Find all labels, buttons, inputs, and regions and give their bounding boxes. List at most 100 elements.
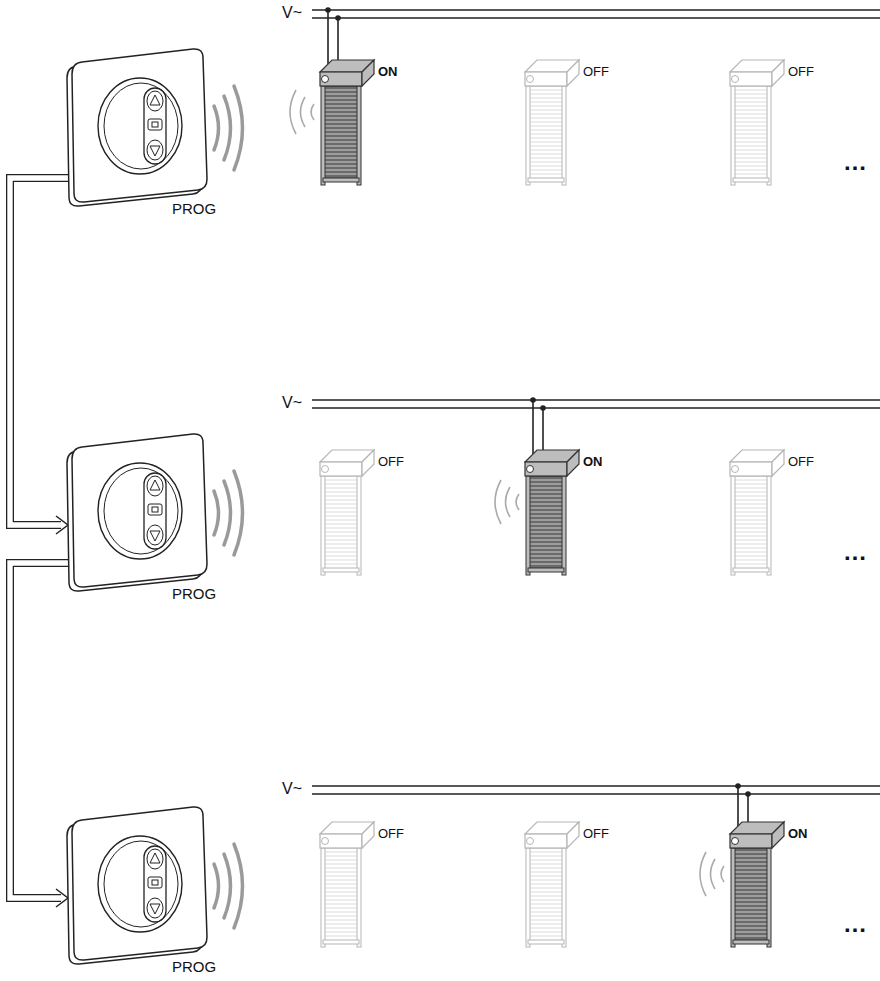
shutter-slat [734,480,768,481]
shutter-slat [734,170,768,171]
connector-outline [10,563,68,898]
shutter-slat [529,500,563,501]
shutter-slat [529,90,563,91]
roller-box-front [525,72,567,86]
junction-dot [745,791,751,797]
shutter-slat [529,536,563,537]
shutter-slat [529,532,563,533]
shutter-slat [324,110,358,111]
connector-arrow [10,178,68,534]
shutter-slat [734,872,768,873]
roller-box-side [362,822,374,848]
button-column [144,846,166,922]
connector-inner [10,178,68,525]
shutter-slat [529,908,563,909]
shutter-slat [324,484,358,485]
shutter-curtain [323,476,359,570]
shutter-slat [734,98,768,99]
shutter-rail [357,476,361,575]
shutter-slat [734,912,768,913]
switch-dial-inner [104,83,178,169]
shutter-rail [321,848,325,947]
shutter-slat [324,480,358,481]
radio-wave [301,97,306,127]
shutter-slat [324,118,358,119]
shutter-slat [529,162,563,163]
shutter-slat [529,560,563,561]
roller-box-front [525,834,567,848]
up-arrow [150,853,160,863]
roller-box-front [320,72,362,86]
motor-cap [527,838,534,845]
shutter-slat [734,512,768,513]
junction-dot [540,405,546,411]
shutter-slat [324,864,358,865]
roller-box-front [730,72,772,86]
shutter-curtain [733,848,769,942]
shutter-slat [529,98,563,99]
connector-outline [10,178,68,525]
shutter-slat [734,508,768,509]
shutter-slat [734,122,768,123]
supply-label: V~ [282,393,302,412]
shutter-slat [324,852,358,853]
wall-switch: PROG [60,423,245,603]
shutter-slat [324,142,358,143]
shutter-slat [734,488,768,489]
shutter-slat [529,174,563,175]
shutter-slat [734,920,768,921]
shutter-slat [529,512,563,513]
shutter-slat [529,552,563,553]
state-label: OFF [378,454,404,470]
junction-dot [335,15,341,21]
radio-wave [721,866,724,882]
radio-wave [214,864,219,908]
stop-symbol [152,880,158,885]
shutter-slat [529,540,563,541]
shutter-slat [734,932,768,933]
motor-cap [732,76,739,83]
shutter-slat [529,146,563,147]
junction-dot [325,7,331,13]
shutter-slat [529,488,563,489]
shutter-slat [529,126,563,127]
shutter-slat [324,524,358,525]
roller-box-front [730,462,772,476]
shutter-slat [734,888,768,889]
connector-inner [10,563,68,898]
wall-switch: PROG [60,38,245,218]
power-line [312,785,880,787]
shutter-slat [529,134,563,135]
shutter-bottom-bar [528,940,564,944]
roller-box-front [320,834,362,848]
supply-label: … [843,148,867,177]
roller-box-front [730,834,772,848]
shutter-slat [734,142,768,143]
shutter-slat [734,154,768,155]
power-line [312,17,880,19]
shutter-slat [734,556,768,557]
shutter-slat [734,900,768,901]
power-line [312,793,880,795]
shutter-slat [324,170,358,171]
shutter-slat [529,154,563,155]
shutter-slat [324,504,358,505]
shutter-slat [529,900,563,901]
shutter-rail [731,476,735,575]
button-column [144,88,166,164]
shutter-slat [324,540,358,541]
shutter-slat [324,154,358,155]
shutter-slat [734,162,768,163]
shutter-slat [734,532,768,533]
radio-wave [234,844,243,928]
shutter-slat [529,142,563,143]
shutter-rail [526,848,530,947]
state-label: OFF [378,826,404,842]
junction-dot [735,783,741,789]
shutter-slat [734,548,768,549]
shutter-slat [324,556,358,557]
shutter-slat [734,860,768,861]
shutter-slat [529,928,563,929]
shutter-slat [529,158,563,159]
